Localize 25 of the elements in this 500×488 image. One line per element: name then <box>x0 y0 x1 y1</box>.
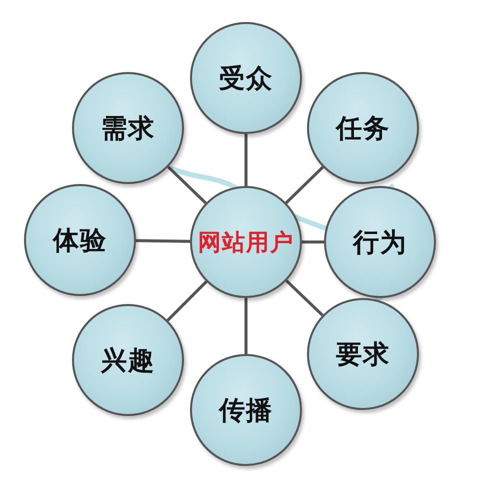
circle-label: 任务 <box>336 112 390 146</box>
circle-label: 网站用户 <box>198 228 294 258</box>
circle-label: 传播 <box>219 394 273 428</box>
connector-line <box>244 134 248 186</box>
connector-line <box>285 166 324 204</box>
connector-line <box>244 298 248 354</box>
topic-circle <box>190 354 302 466</box>
circle-label: 要求 <box>336 338 390 372</box>
topic-circle <box>72 304 184 416</box>
topic-circle <box>24 184 136 296</box>
circle-label: 体验 <box>53 224 107 258</box>
circle-label: 兴趣 <box>101 344 155 378</box>
center-circle <box>190 186 302 298</box>
topic-circle <box>307 298 419 410</box>
circle-label: 受众 <box>219 62 273 96</box>
topic-circle <box>190 22 302 134</box>
connector-line <box>166 280 208 322</box>
circle-label: 行为 <box>353 226 407 260</box>
connector-line <box>302 240 324 244</box>
connector-line <box>136 239 190 243</box>
connector-line <box>285 280 324 316</box>
circle-label: 需求 <box>101 112 155 146</box>
connector-line <box>167 166 207 204</box>
topic-circle <box>307 72 419 184</box>
topic-circle <box>324 186 436 298</box>
